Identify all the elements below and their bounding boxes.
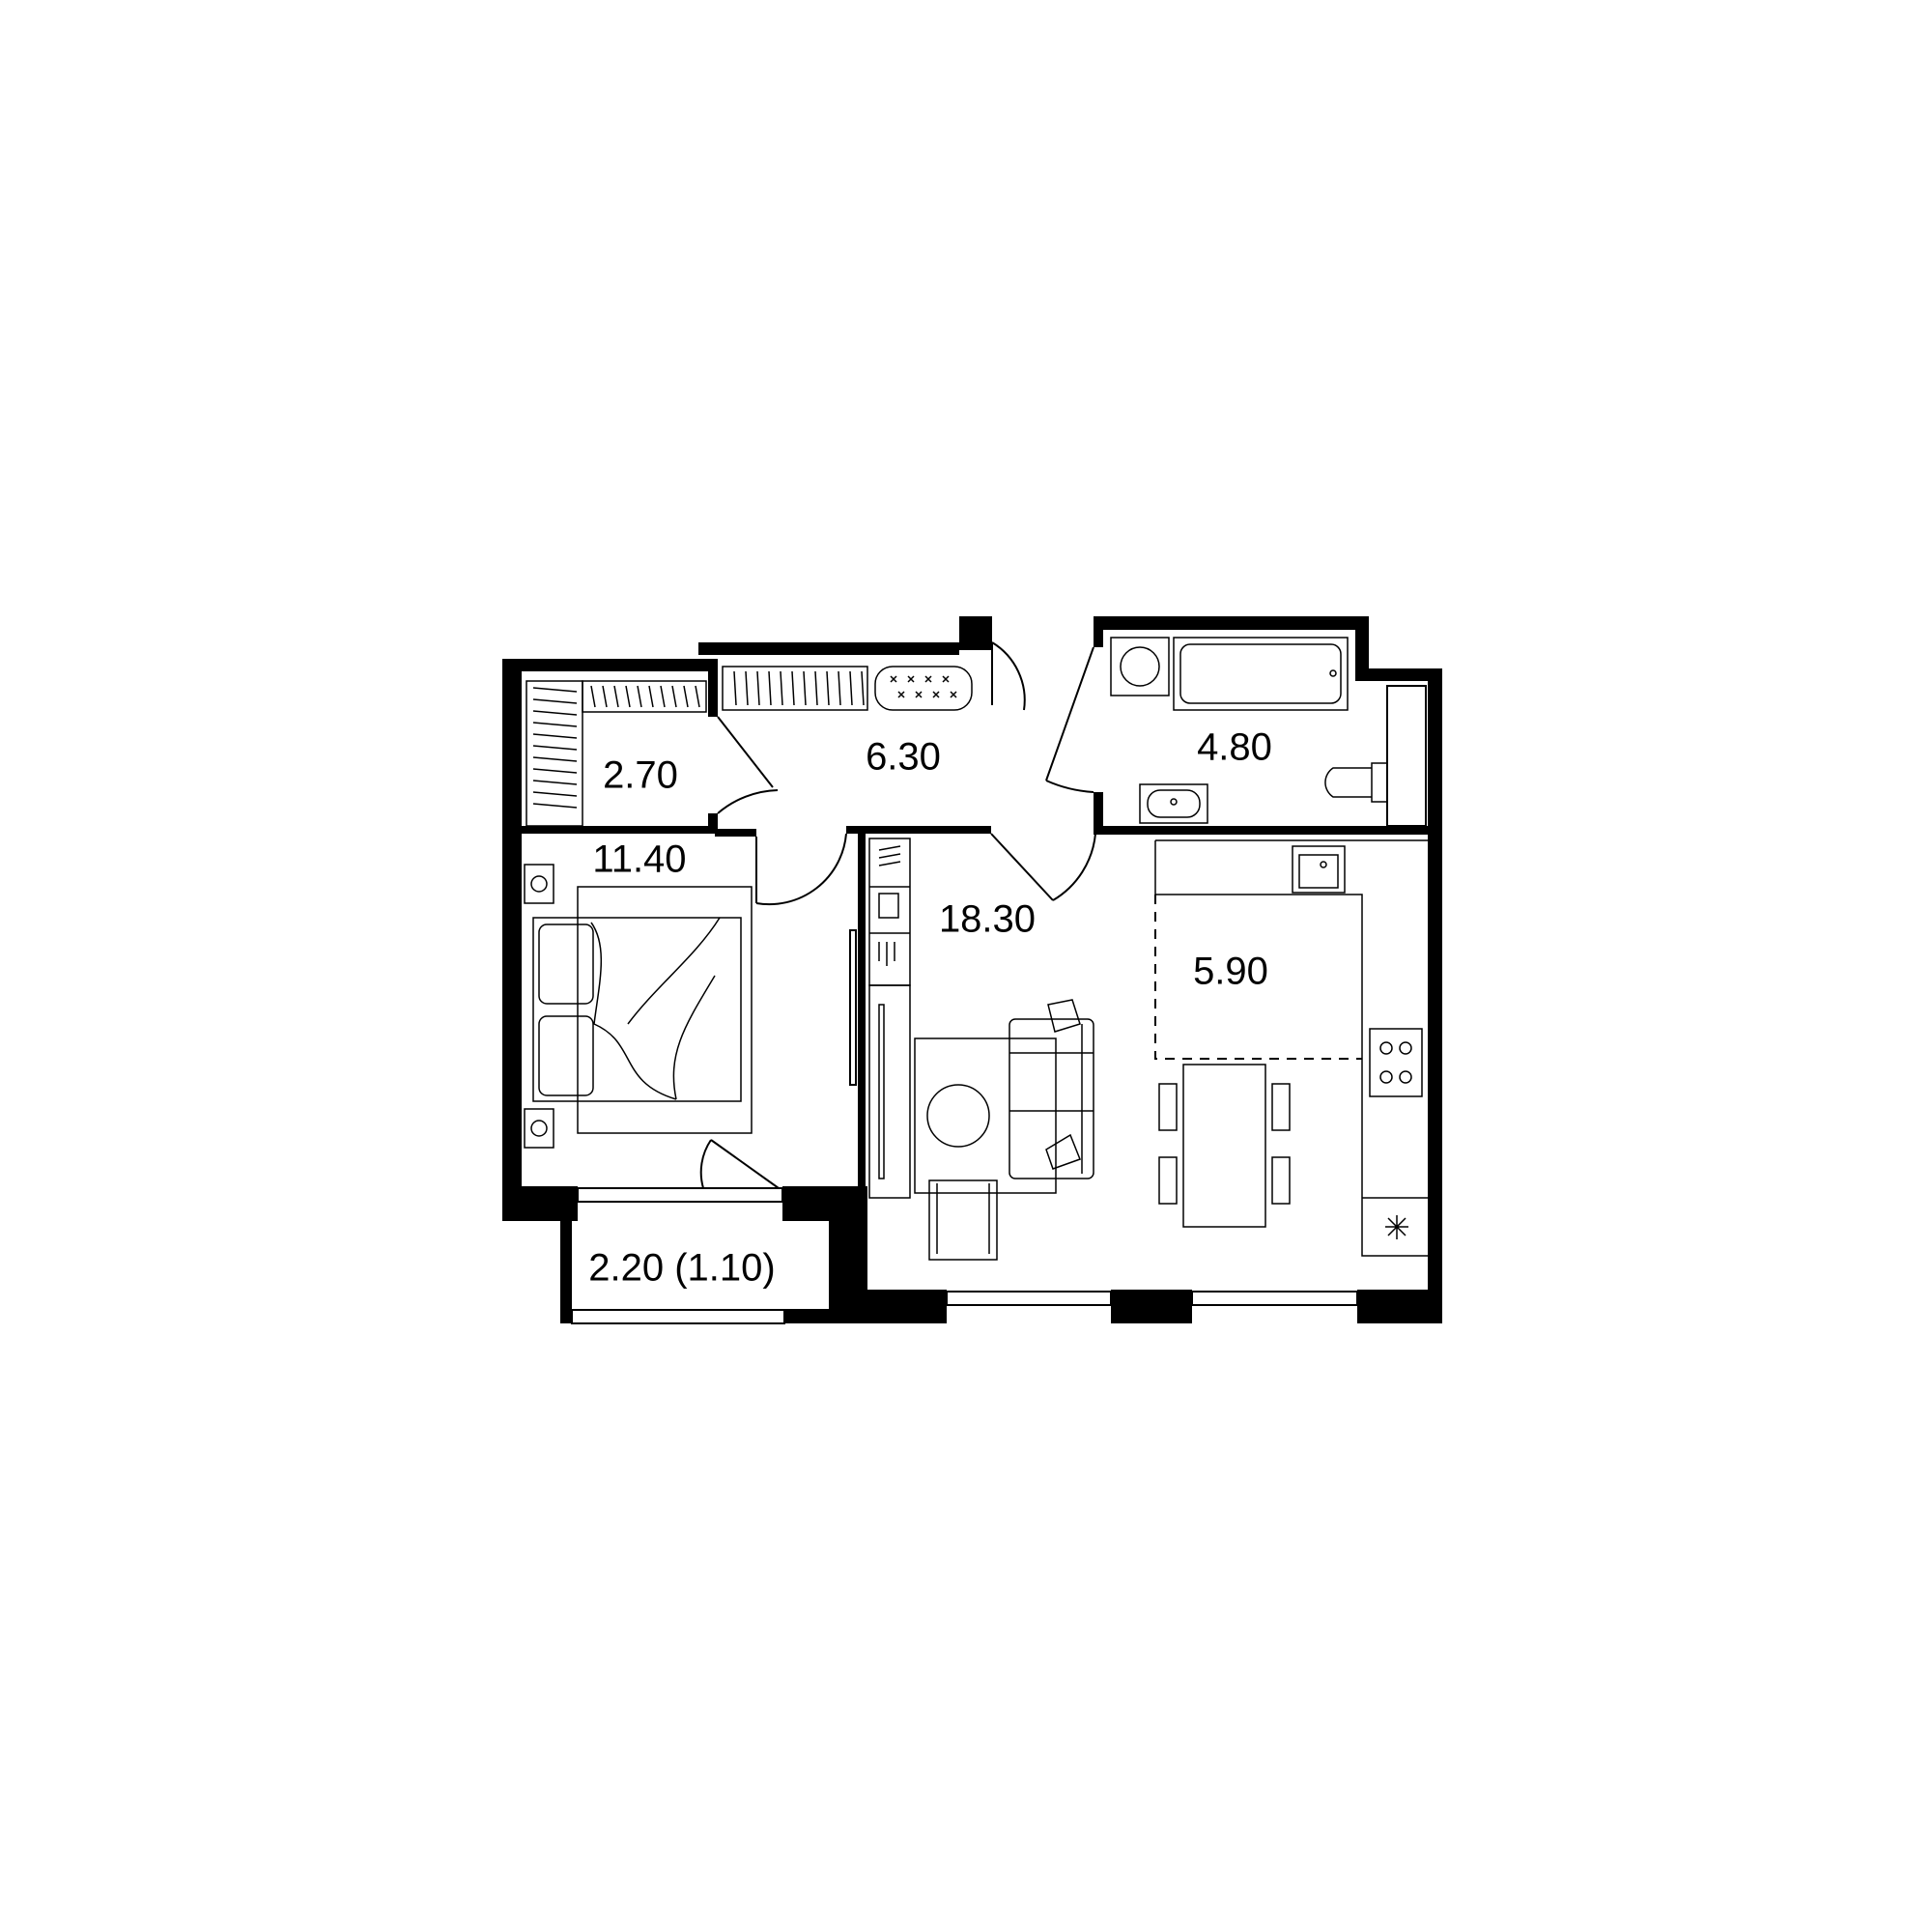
- kitchen-counter: [1154, 839, 1428, 1257]
- door-icon: [991, 641, 1026, 711]
- balcony-area-label: 2.20 (1.10): [588, 1247, 775, 1290]
- wall-hall-living: [846, 826, 991, 834]
- ventilation-icon: [1385, 1215, 1408, 1239]
- wall-bath-left-bottom: [1094, 792, 1103, 831]
- wall-top-storage: [502, 659, 711, 671]
- chair-icon: [1158, 1083, 1291, 1205]
- hallway-area-label: 6.30: [866, 736, 941, 779]
- wall-left: [502, 659, 522, 1221]
- wall-balcony-bottom-right: [784, 1309, 833, 1323]
- sink-icon: [1139, 783, 1208, 824]
- wall-hall-bedroom-left: [715, 829, 756, 837]
- wall-bottom-living-b: [1111, 1290, 1192, 1323]
- cooktop-icon: [1369, 1028, 1423, 1097]
- nightstand-icon: [524, 864, 554, 904]
- window-icon: [1191, 1291, 1358, 1306]
- wall-balcony-left: [560, 1221, 572, 1323]
- wardrobe-icon: [526, 680, 707, 827]
- wall-bath-bottom: [1094, 826, 1442, 835]
- door-icon: [717, 716, 779, 814]
- bathtub-icon: [1173, 637, 1349, 711]
- wall-bottom-bedroom-left: [502, 1186, 578, 1221]
- wall-bath-step: [1355, 616, 1369, 672]
- wall-top-right: [1355, 668, 1442, 681]
- storage-area-label: 2.70: [603, 754, 678, 797]
- kitchen-zone-outline: [1154, 895, 1362, 1060]
- windows: [571, 685, 1427, 1324]
- wall-right: [1428, 668, 1442, 1323]
- door-icon: [755, 833, 847, 906]
- kitchen-area-label: 5.90: [1193, 951, 1268, 993]
- wall-pier-entrance: [959, 616, 992, 650]
- washing-machine-icon: [1110, 637, 1170, 696]
- wall-top-bath: [1094, 616, 1368, 630]
- wall-storage-bedroom: [522, 826, 715, 834]
- walls: [502, 616, 1442, 1323]
- armchair-icon: [928, 1179, 998, 1261]
- door-icon: [1045, 646, 1094, 793]
- living-area-label: 18.30: [939, 898, 1036, 941]
- wardrobe-icon: [722, 666, 868, 711]
- bench-icon: [874, 666, 973, 711]
- wall-bottom-living-c: [1357, 1290, 1442, 1323]
- dining-table-icon: [1182, 1064, 1266, 1228]
- tv-unit-icon: [868, 984, 911, 1199]
- wall-top-hall: [698, 642, 959, 655]
- double-bed-icon: [532, 886, 753, 1134]
- bathroom-area-label: 4.80: [1197, 726, 1272, 769]
- window-icon: [1386, 685, 1427, 827]
- furniture: [524, 637, 1428, 1261]
- window-icon: [571, 1309, 785, 1324]
- nightstand-icon: [524, 1108, 554, 1149]
- door-icon: [849, 929, 857, 1086]
- wall-bedroom-living: [858, 826, 866, 1193]
- door-icon: [990, 833, 1096, 901]
- kitchen-sink-icon: [1292, 845, 1346, 894]
- shelf-icon: [868, 838, 911, 986]
- sofa-icon: [914, 999, 1094, 1194]
- wall-storage-hall-lower: [708, 813, 718, 833]
- bedroom-area-label: 11.40: [592, 838, 686, 881]
- door-icon: [699, 1139, 780, 1189]
- room-labels: 2.70 6.30 4.80 11.40 18.30 5.90 2.20 (1.…: [588, 726, 1272, 1290]
- toilet-icon: [1324, 762, 1388, 803]
- window-icon: [577, 1187, 783, 1203]
- round-table-icon: [926, 1084, 990, 1148]
- wall-storage-hall-upper: [708, 659, 718, 717]
- doors: [699, 641, 1096, 1189]
- wall-bath-left-top: [1094, 630, 1103, 647]
- window-icon: [946, 1291, 1112, 1306]
- wall-bottom-living-a: [829, 1290, 947, 1323]
